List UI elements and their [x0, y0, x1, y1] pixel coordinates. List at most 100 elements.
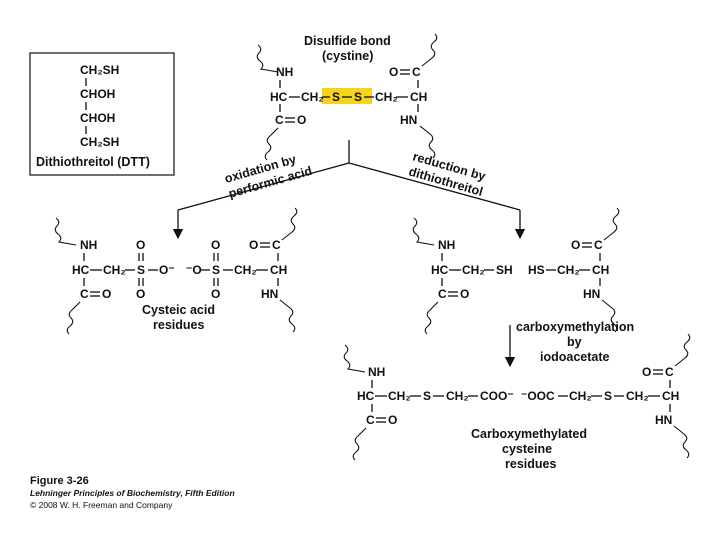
cm-ch2-b: CH₂	[446, 389, 469, 403]
reduced-hc: HC	[431, 263, 449, 277]
copyright: © 2008 W. H. Freeman and Company	[30, 500, 173, 510]
reduced-co-c: C	[438, 287, 447, 301]
top-hc: HC	[270, 90, 288, 104]
carboxymethylated-structure: NH HC CH₂ S CH₂ COO⁻ C O ⁻OOC CH₂ S CH₂ …	[343, 333, 691, 471]
reduced-co-o: O	[460, 287, 469, 301]
cysteic-ch2: CH₂	[103, 263, 126, 277]
cysteic-o-minus-right: ⁻O	[186, 263, 202, 277]
cysteic-acid-structure: NH HC CH₂ O S O O⁻ ⁻O O S O CH₂ CH C O O	[54, 207, 298, 335]
disulfide-highlight	[322, 88, 372, 104]
cysteic-hn: HN	[261, 287, 278, 301]
dtt-ch2sh-top: CH₂SH	[80, 63, 119, 77]
dtt-choh-1: CHOH	[80, 87, 115, 101]
cm-coo: COO⁻	[480, 389, 514, 403]
cm-ch2-a: CH₂	[388, 389, 411, 403]
cm-s-left: S	[423, 389, 431, 403]
squiggle-cm-left-up	[343, 344, 366, 373]
reduced-sh: SH	[496, 263, 513, 277]
top-hn: HN	[400, 113, 417, 127]
cysteic-label-2: residues	[153, 318, 204, 332]
cm-oc-o: O	[642, 365, 651, 379]
top-co-c: C	[275, 113, 284, 127]
cm-label-1: Carboxymethylated	[471, 427, 587, 441]
squiggle-reduced-left-down	[424, 301, 439, 335]
cysteic-co-o: O	[102, 287, 111, 301]
reduced-cysteine-structure: NH HC CH₂ SH C O HS CH₂ CH O C HN	[412, 207, 620, 335]
cm-co-c: C	[366, 413, 375, 427]
reduced-ch: CH	[592, 263, 609, 277]
carboxy-label-1: carboxymethylation	[516, 320, 634, 334]
figure-caption: Figure 3-26 Lehninger Principles of Bioc…	[30, 475, 235, 510]
cm-label-2: cysteine	[502, 442, 552, 456]
reduced-oc-o: O	[571, 238, 580, 252]
dtt-choh-2: CHOH	[80, 111, 115, 125]
dtt-frame	[29, 52, 175, 176]
reduced-nh: NH	[438, 238, 455, 252]
cysteic-ch2-right: CH₂	[234, 263, 257, 277]
disulfide-subtitle: (cystine)	[322, 49, 373, 63]
cm-hc: HC	[357, 389, 375, 403]
cysteic-o-bottom: O	[136, 287, 145, 301]
disulfide-structure: Disulfide bond (cystine) NH HC CH₂ S S C…	[256, 33, 438, 161]
figure-number: Figure 3-26	[30, 475, 89, 487]
cysteic-label-1: Cysteic acid	[142, 303, 215, 317]
top-ch2-right: CH₂	[375, 90, 398, 104]
top-s2: S	[354, 90, 362, 104]
top-co-o: O	[297, 113, 306, 127]
cysteic-o-top-right: O	[211, 238, 220, 252]
squiggle-cysteic-left-down	[66, 301, 81, 335]
reduced-hn: HN	[583, 287, 600, 301]
squiggle-cysteic-right-down	[279, 299, 296, 333]
book-title: Lehninger Principles of Biochemistry, Fi…	[30, 488, 235, 498]
cm-nh: NH	[368, 365, 385, 379]
cm-hn: HN	[655, 413, 672, 427]
cm-co-o: O	[388, 413, 397, 427]
squiggle-reduced-left-up	[412, 217, 435, 246]
squiggle-top-left-up	[256, 44, 279, 73]
top-ch: CH	[410, 90, 427, 104]
dtt-ch2sh-bottom: CH₂SH	[80, 135, 119, 149]
squiggle-top-left-down	[264, 127, 279, 161]
cysteic-o-minus-left: O⁻	[159, 263, 175, 277]
cm-s-right: S	[604, 389, 612, 403]
cm-label-3: residues	[505, 457, 556, 471]
cysteic-nh: NH	[80, 238, 97, 252]
squiggle-reduced-right-up	[603, 207, 620, 241]
reduced-oc-c: C	[594, 238, 603, 252]
cm-ch: CH	[662, 389, 679, 403]
squiggle-top-right-up	[421, 33, 438, 67]
squiggle-top-right-down	[419, 125, 436, 159]
top-s1: S	[332, 90, 340, 104]
cysteic-o-bottom-right: O	[211, 287, 220, 301]
squiggle-cysteic-right-up	[281, 207, 298, 241]
cysteic-o-top: O	[136, 238, 145, 252]
top-nh: NH	[276, 65, 293, 79]
carboxy-label-3: iodoacetate	[540, 350, 610, 364]
squiggle-cm-left-down	[352, 427, 367, 461]
cysteic-oc-o: O	[249, 238, 258, 252]
reduced-hs: HS	[528, 263, 545, 277]
dtt-box: CH₂SH CHOH CHOH CH₂SH Dithiothreitol (DT…	[29, 52, 175, 176]
reduced-ch2-right: CH₂	[557, 263, 580, 277]
disulfide-title: Disulfide bond	[304, 34, 391, 48]
squiggle-cm-right-down	[673, 425, 690, 459]
squiggle-reduced-right-down	[601, 299, 618, 333]
cysteic-hc: HC	[72, 263, 90, 277]
top-ch2-left: CH₂	[301, 90, 324, 104]
squiggle-cm-right-up	[674, 333, 691, 367]
reduced-ch2: CH₂	[462, 263, 485, 277]
cm-oc-c: C	[665, 365, 674, 379]
cm-ooc: ⁻OOC	[521, 389, 555, 403]
cysteic-ch: CH	[270, 263, 287, 277]
cysteic-co-c: C	[80, 287, 89, 301]
branch-arrows: oxidation by performic acid reduction by…	[172, 140, 526, 240]
carboxy-label-2: by	[567, 335, 582, 349]
squiggle-cysteic-left-up	[54, 217, 77, 246]
cysteic-s-left: S	[137, 263, 145, 277]
cm-ch2-d: CH₂	[626, 389, 649, 403]
cm-ch2-c: CH₂	[569, 389, 592, 403]
cysteic-s-right: S	[212, 263, 220, 277]
cysteic-oc-c: C	[272, 238, 281, 252]
top-oc-o: O	[389, 65, 398, 79]
